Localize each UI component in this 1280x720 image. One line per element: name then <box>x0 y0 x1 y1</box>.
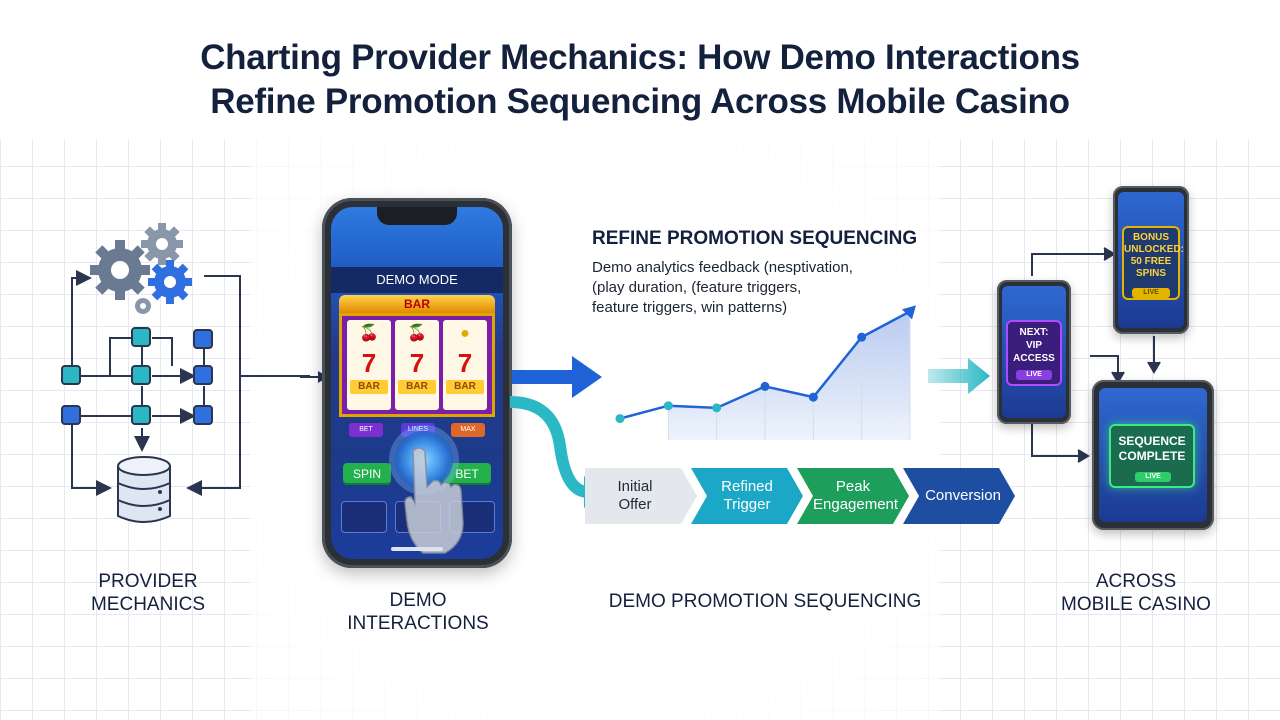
gear-icon <box>141 223 183 265</box>
title-line-1: Charting Provider Mechanics: How Demo In… <box>200 38 1080 77</box>
gear-icon <box>135 298 151 314</box>
seven-icon: 7 <box>457 348 473 378</box>
bar-symbol: BAR <box>446 380 484 394</box>
stage-chevron <box>585 468 697 524</box>
bet-mini-button[interactable]: BET <box>349 423 383 437</box>
caption-line: MOBILE CASINO <box>1061 594 1211 615</box>
hand-pointer-icon <box>404 447 464 554</box>
stage-label: Conversion <box>925 487 1001 504</box>
vip-line: VIP <box>1025 340 1043 351</box>
slot-marquee: BAR <box>339 295 495 313</box>
live-pill: LIVE <box>1132 288 1170 298</box>
refine-heading: REFINE PROMOTION SEQUENCING <box>592 228 918 249</box>
seven-icon: 7 <box>361 348 377 378</box>
sequencing-stages: Initial Offer Refined Trigger Peak Engagem… <box>585 468 1035 524</box>
chart-arrowhead <box>902 305 916 320</box>
max-mini-button[interactable]: MAX <box>451 423 485 437</box>
caption-line: INTERACTIONS <box>347 613 489 634</box>
page-title: Charting Provider Mechanics: How Demo In… <box>0 36 1280 124</box>
stage-chevron <box>903 468 1015 524</box>
title-backdrop <box>0 0 1280 140</box>
cherry-icon: 🍒 <box>359 325 379 342</box>
bottom-tile[interactable] <box>341 501 387 533</box>
caption-line: PROVIDER <box>98 571 198 592</box>
caption-line: DEMO <box>389 590 447 611</box>
flow-arrow-icon <box>928 358 990 394</box>
provider-mechanics-diagram <box>61 223 310 523</box>
reel-2: 🍒 7 BAR <box>395 320 439 410</box>
chart-area <box>668 311 910 440</box>
bonus-phone: BONUS UNLOCKED: 50 FREE SPINS LIVE <box>1113 186 1189 334</box>
cherry-icon: 🍒 <box>407 325 427 342</box>
bonus-line: 50 FREE <box>1130 256 1172 267</box>
slot-reels: 🍒 7 BAR 🍒 7 BAR ● 7 BAR <box>339 313 495 417</box>
home-indicator <box>391 547 443 551</box>
title-line-2: Refine Promotion Sequencing Across Mobil… <box>210 82 1070 121</box>
seven-icon: 7 <box>409 348 425 378</box>
caption-provider-mechanics: PROVIDER MECHANICS <box>60 570 236 616</box>
demo-mode-bar: DEMO MODE <box>331 267 503 293</box>
tablet-screen: SEQUENCE COMPLETE LIVE <box>1099 388 1207 522</box>
vip-phone-screen: NEXT: VIP ACCESS LIVE <box>1002 286 1066 418</box>
bonus-line: UNLOCKED: <box>1124 244 1184 255</box>
feedback-text: Demo analytics feedback (nesptivation, (… <box>592 258 853 318</box>
sequence-complete-card[interactable]: SEQUENCE COMPLETE LIVE <box>1109 424 1195 488</box>
bar-symbol: BAR <box>398 380 436 394</box>
bonus-card[interactable]: BONUS UNLOCKED: 50 FREE SPINS LIVE <box>1122 226 1184 300</box>
caption-line: MECHANICS <box>90 594 205 615</box>
caption-demo-interactions: DEMO INTERACTIONS <box>330 589 506 635</box>
gear-icon <box>148 260 192 304</box>
complete-line: SEQUENCE <box>1118 434 1186 448</box>
complete-line: COMPLETE <box>1118 449 1186 463</box>
chart-point <box>712 403 722 413</box>
bonus-phone-screen: BONUS UNLOCKED: 50 FREE SPINS LIVE <box>1118 192 1184 328</box>
bet-button[interactable]: BET <box>443 463 491 485</box>
bonus-line: BONUS <box>1132 232 1170 243</box>
gear-icon <box>90 240 150 300</box>
stage-label: Peak Engagement <box>813 478 899 513</box>
reel-3: ● 7 BAR <box>443 320 487 410</box>
bar-symbol: BAR <box>350 380 388 394</box>
sequence-tablet: SEQUENCE COMPLETE LIVE <box>1092 380 1214 530</box>
flow-arrow-icon <box>512 356 602 398</box>
bonus-line: SPINS <box>1135 268 1166 279</box>
feedback-line: (play duration, (feature triggers, <box>592 279 802 296</box>
vip-phone: NEXT: VIP ACCESS LIVE <box>997 280 1071 424</box>
device-connectors <box>1031 247 1161 463</box>
feedback-line: Demo analytics feedback (nesptivation, <box>592 259 853 276</box>
reel-1: 🍒 7 BAR <box>347 320 391 410</box>
caption-across-mobile-casino: ACROSS MOBILE CASINO <box>1040 570 1232 616</box>
stage-label: Initial Offer <box>617 478 653 513</box>
engagement-chart <box>615 305 916 440</box>
stage-label: Refined Trigger <box>721 478 773 513</box>
chart-point <box>663 401 673 411</box>
stage-chevron <box>691 468 803 524</box>
demo-phone: DEMO MODE BAR 🍒 7 BAR 🍒 7 BAR ● 7 BAR BE… <box>322 198 512 568</box>
caption-demo-promotion-sequencing: DEMO PROMOTION SEQUENCING <box>608 591 922 612</box>
live-pill: LIVE <box>1016 370 1052 380</box>
feedback-line: feature triggers, win patterns) <box>592 299 788 316</box>
live-pill: LIVE <box>1135 472 1171 482</box>
phone-notch <box>377 207 457 225</box>
chart-point <box>615 414 625 424</box>
database-icon <box>117 456 171 523</box>
demo-phone-screen: DEMO MODE BAR 🍒 7 BAR 🍒 7 BAR ● 7 BAR BE… <box>331 207 503 559</box>
vip-line: ACCESS <box>1013 353 1055 364</box>
chart-point <box>760 381 770 391</box>
stage-chevrons <box>585 468 1015 524</box>
vip-card[interactable]: NEXT: VIP ACCESS LIVE <box>1006 320 1062 386</box>
stage-chevron <box>797 468 909 524</box>
chart-point <box>808 392 818 402</box>
chart-point <box>857 332 867 342</box>
vip-line: NEXT: <box>1019 327 1049 338</box>
spin-button[interactable]: SPIN <box>343 463 391 485</box>
caption-line: ACROSS <box>1095 571 1177 592</box>
lemon-icon: ● <box>460 325 470 342</box>
